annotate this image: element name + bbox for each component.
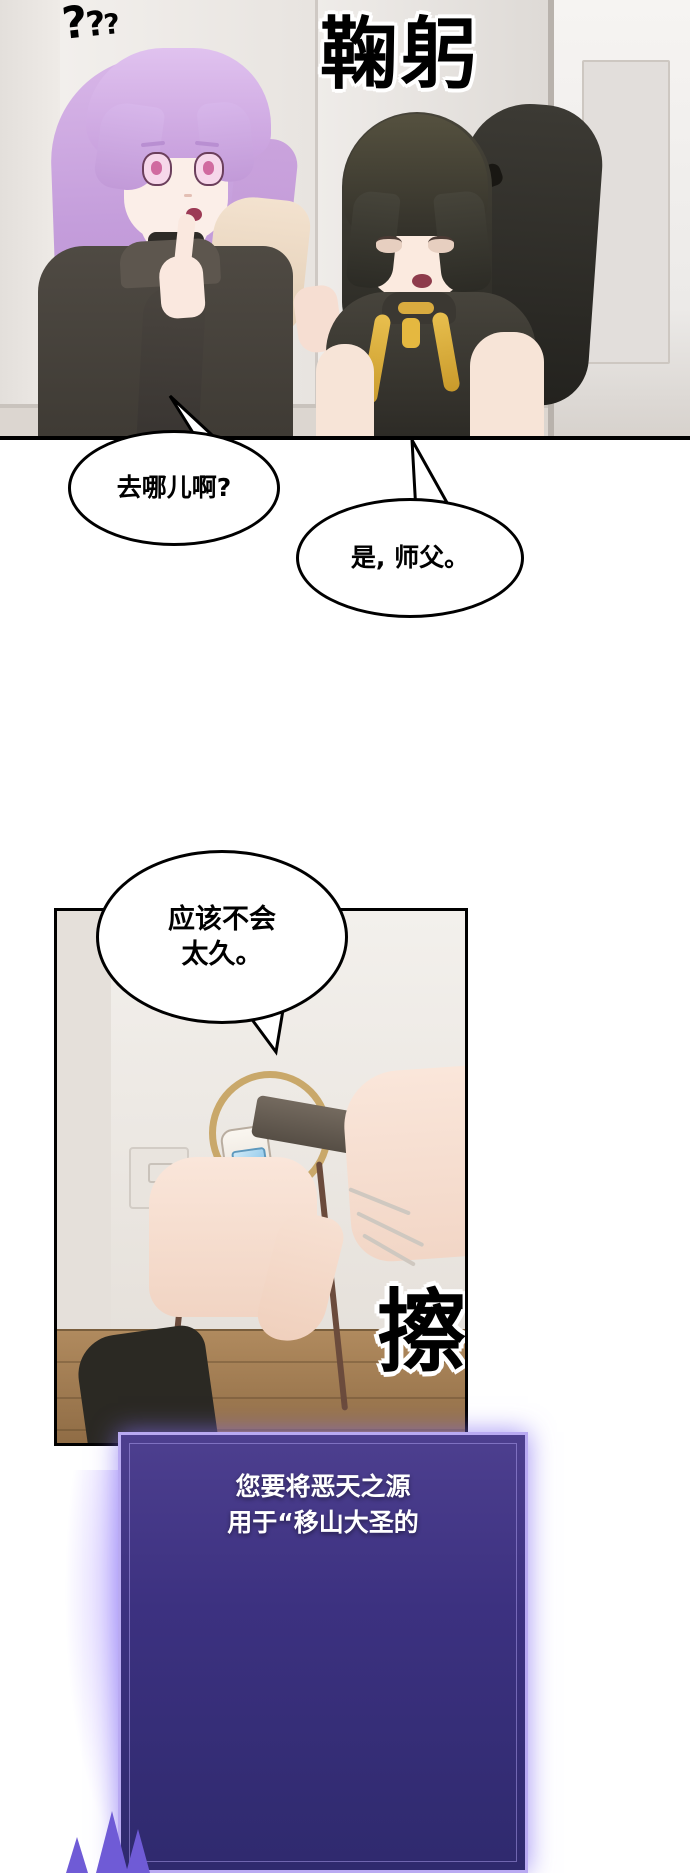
bare-shoulder-right	[470, 332, 544, 440]
eye-left	[142, 152, 172, 186]
speech-bubble-1-text: 去哪儿啊?	[116, 472, 232, 502]
speech-bubble-1: 去哪儿啊?	[68, 430, 280, 546]
speech-bubble-3-line-2: 太久。	[181, 939, 263, 970]
sfx-bow-text: 鞠躬	[320, 10, 481, 100]
wall-seam	[315, 0, 318, 440]
speech-bubble-2-text: 是, 师父。	[350, 542, 470, 572]
floor-plank	[57, 1361, 465, 1363]
wall-edge	[57, 911, 111, 1331]
speech-bubble-2: 是, 师父。	[296, 498, 524, 618]
glow-spike	[96, 1811, 128, 1873]
glow-spike	[126, 1829, 150, 1873]
system-dialog-line-2: 用于“移山大圣的	[227, 1507, 419, 1537]
nose	[184, 194, 192, 197]
eye-right	[428, 236, 454, 253]
panel-1-bottom-border	[0, 436, 690, 440]
panel-1: ???	[0, 0, 690, 440]
system-dialog-line-1: 您要将恶天之源	[235, 1472, 411, 1501]
gold-collar-trim	[398, 302, 434, 314]
system-dialog[interactable]: 您要将恶天之源 用于“移山大圣的	[118, 1432, 528, 1873]
speech-bubble-3: 应该不会 太久。	[96, 850, 348, 1024]
floor-plank	[57, 1397, 465, 1399]
eye-right	[194, 152, 224, 186]
glow-spike	[66, 1837, 88, 1873]
character-black-hair	[316, 96, 607, 440]
dark-sleeve	[73, 1322, 219, 1443]
eye-left	[376, 236, 402, 253]
gold-clasp	[402, 318, 420, 348]
mouth	[412, 274, 432, 288]
sfx-bow: 鞠躬	[320, 16, 480, 94]
character-purple-hair	[28, 18, 345, 440]
bare-arm-left	[316, 344, 374, 440]
sfx-rub-text: 擦	[377, 1280, 467, 1385]
speech-bubble-3-line-1: 应该不会	[168, 903, 276, 935]
sfx-rub: 擦	[377, 1259, 467, 1389]
floor-plank	[57, 1429, 465, 1431]
system-dialog-text: 您要将恶天之源 用于“移山大圣的	[121, 1469, 525, 1540]
